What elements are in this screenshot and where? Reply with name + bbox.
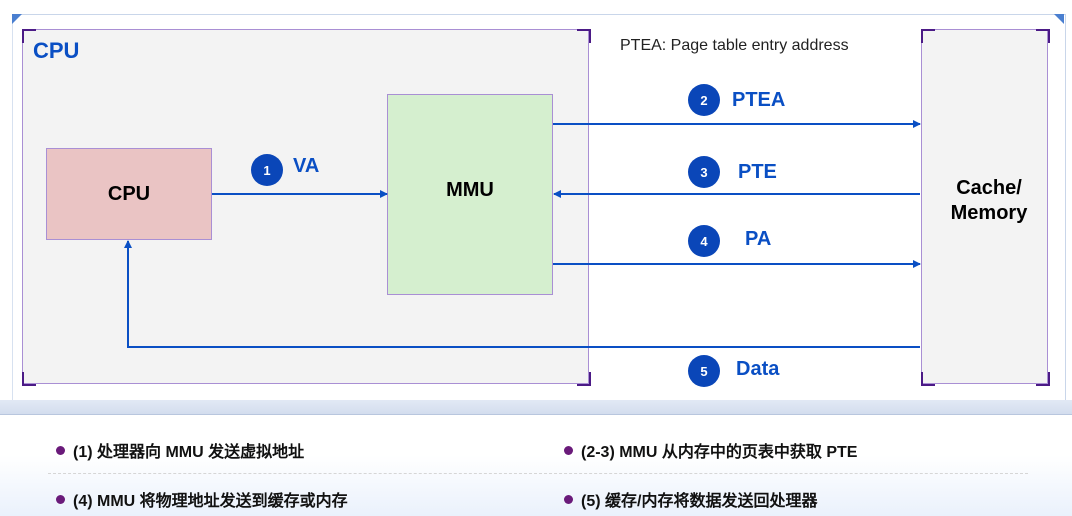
corner-decoration-icon [1054,14,1064,24]
arrow-data [124,240,920,348]
notes-divider [48,473,1028,474]
bracket-corner [921,29,935,43]
notes-footer [0,415,1072,516]
bracket-corner [577,372,591,386]
step-label: PTEA [732,88,786,111]
step-label: PA [745,227,772,250]
step-5: 5 Data [688,355,779,387]
note-item: (1) 处理器向 MMU 发送虚拟地址 [56,438,304,462]
memory-label-line1: Cache/ [956,177,1022,199]
memory-region [921,29,1048,384]
memory-label-line2: Memory [950,202,1028,224]
bracket-corner [22,372,36,386]
step-badge: 2 [688,84,720,116]
bracket-corner [921,372,935,386]
note-item: (2-3) MMU 从内存中的页表中获取 PTE [564,438,857,462]
cpu-region-label: CPU [33,38,80,63]
bracket-corner [22,29,36,43]
ptea-note: PTEA: Page table entry address [620,37,849,54]
step-4: 4 PA [688,225,771,257]
note-text: (5) 缓存/内存将数据发送回处理器 [581,493,818,510]
step-badge: 4 [688,225,720,257]
step-badge: 1 [251,154,283,186]
corner-decoration-icon [12,14,22,24]
bracket-corner [1036,29,1050,43]
bullet-icon [56,445,65,455]
step-label: PTE [738,160,777,183]
memory-label: Cache/ Memory [921,176,1057,226]
panel-bottom-edge [0,400,1072,415]
note-text: (4) MMU 将物理地址发送到缓存或内存 [73,493,348,510]
step-badge: 3 [688,156,720,188]
bracket-corner [577,29,591,43]
step-badge: 5 [688,355,720,387]
step-3: 3 PTE [688,156,777,188]
bullet-icon [56,494,65,504]
note-item: (5) 缓存/内存将数据发送回处理器 [564,487,817,511]
step-2: 2 PTEA [688,84,785,116]
bullet-icon [564,445,573,455]
step-1: 1 VA [251,154,319,186]
cpu-box: CPU [46,148,212,240]
step-label: Data [736,357,780,380]
note-text: (1) 处理器向 MMU 发送虚拟地址 [73,444,305,461]
note-item: (4) MMU 将物理地址发送到缓存或内存 [56,487,348,511]
note-text: (2-3) MMU 从内存中的页表中获取 PTE [581,444,858,461]
bullet-icon [564,494,573,504]
step-label: VA [293,154,320,177]
bracket-corner [1036,372,1050,386]
